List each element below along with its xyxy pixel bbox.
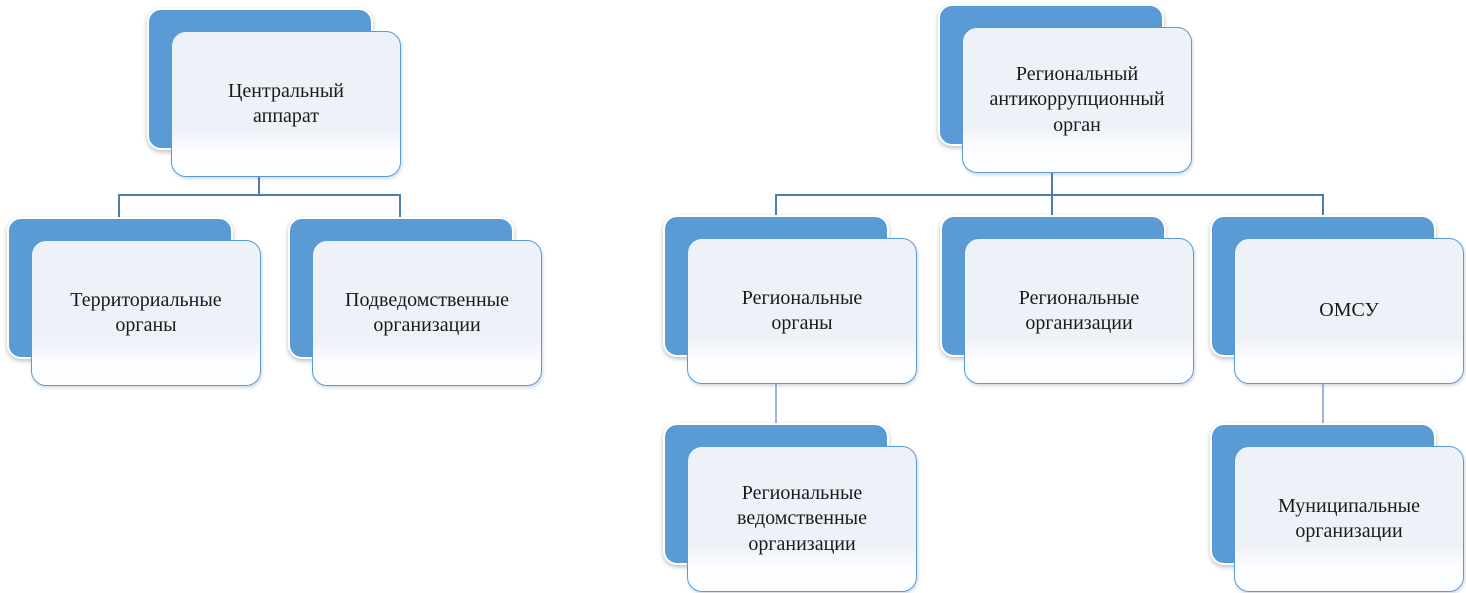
node-front-shape: Региональные ведомственные организации	[687, 446, 917, 592]
node-subordinate-organizations: Подведомственные организации	[288, 217, 542, 386]
node-front-shape: ОМСУ	[1234, 238, 1464, 384]
node-label: Территориальные органы	[70, 288, 222, 336]
connector-left-child1-stub	[118, 194, 120, 219]
connector-right-horizontal	[776, 194, 1324, 196]
node-front-shape: Региональные организации	[964, 238, 1194, 384]
node-municipal-organizations: Муниципальные организации	[1210, 423, 1464, 592]
node-front-shape: Территориальные органы	[31, 240, 261, 386]
node-front-shape: Центральный аппарат	[171, 31, 401, 177]
connector-left-root-stem	[258, 176, 260, 196]
node-regional-organizations: Региональные организации	[940, 215, 1194, 384]
node-central-apparatus: Центральный аппарат	[147, 8, 401, 177]
node-front-shape: Региональные органы	[687, 238, 917, 384]
connector-right-child2-stub	[1051, 194, 1053, 219]
connector-omsu-to-municipal	[1322, 384, 1324, 425]
connector-regional-bodies-to-departmental	[775, 384, 777, 425]
connector-right-root-stem	[1051, 172, 1053, 196]
node-label: Подведомственные организации	[345, 288, 509, 336]
node-label: Муниципальные организации	[1278, 494, 1420, 542]
node-label: Центральный аппарат	[227, 79, 344, 127]
connector-left-child2-stub	[399, 194, 401, 219]
connector-left-horizontal	[118, 194, 401, 196]
node-omsu: ОМСУ	[1210, 215, 1464, 384]
node-label: Региональный антикоррупционный орган	[989, 63, 1165, 136]
connector-right-child3-stub	[1322, 194, 1324, 219]
node-front-shape: Региональный антикоррупционный орган	[962, 27, 1192, 173]
node-label: Региональные организации	[1018, 286, 1140, 334]
node-label: Региональные ведомственные организации	[737, 482, 867, 555]
node-label: ОМСУ	[1319, 299, 1379, 322]
node-front-shape: Муниципальные организации	[1234, 446, 1464, 592]
node-regional-departmental-organizations: Региональные ведомственные организации	[663, 423, 917, 592]
node-label: Региональные органы	[741, 286, 863, 334]
node-regional-bodies: Региональные органы	[663, 215, 917, 384]
node-territorial-bodies: Территориальные органы	[7, 217, 261, 386]
node-regional-anticorruption-body: Региональный антикоррупционный орган	[938, 4, 1192, 173]
connector-right-child1-stub	[775, 194, 777, 219]
node-front-shape: Подведомственные организации	[312, 240, 542, 386]
